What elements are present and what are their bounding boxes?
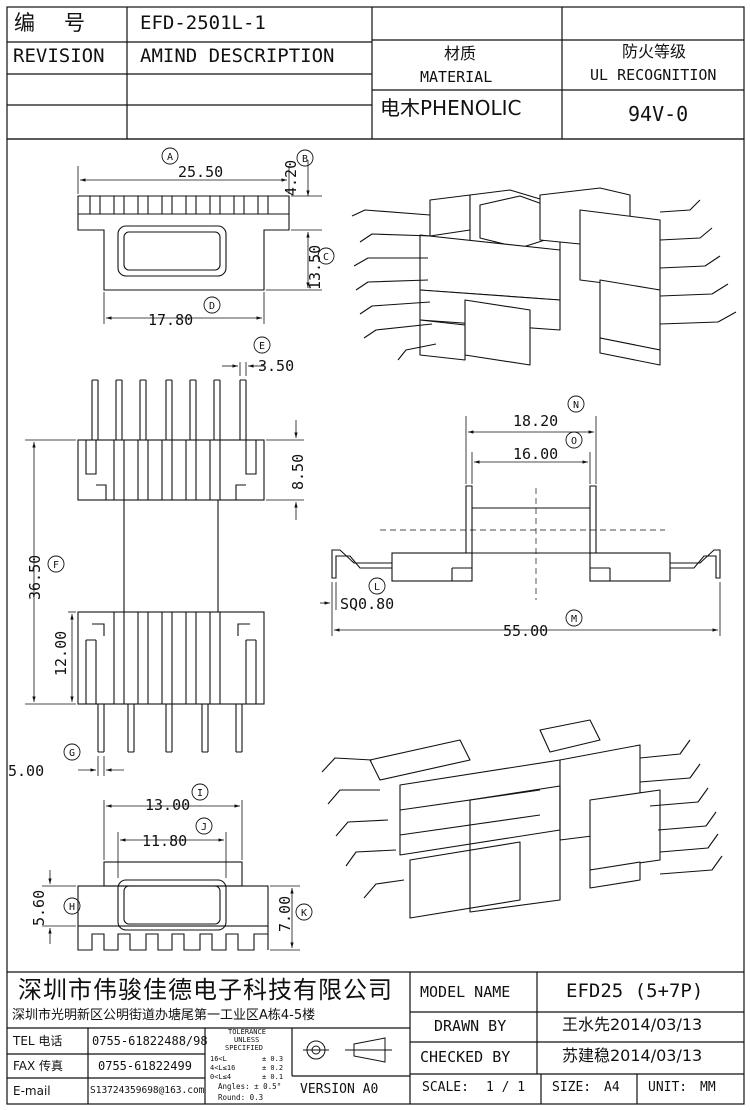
flame-label-en: UL RECOGNITION (590, 66, 717, 84)
tag-j: J (201, 822, 207, 833)
tag-e: E (259, 341, 265, 352)
bottom-view-dims (42, 800, 300, 951)
tag-k: K (301, 908, 307, 919)
flame-rating-value: 94V-0 (628, 102, 689, 126)
dim-h-value: 5.60 (30, 890, 48, 926)
tag-i: I (197, 788, 203, 799)
fax-value: 0755-61822499 (98, 1059, 192, 1073)
dim-p-value: 8.50 (289, 454, 307, 490)
front-view (77, 379, 265, 753)
tag-n: N (573, 400, 579, 411)
tolerance-angles: Angles: ± 0.5° (218, 1082, 282, 1091)
email-value: S13724359698@163.com (90, 1085, 205, 1096)
dim-j-value: 11.80 (142, 832, 187, 850)
tel-label: TEL 电话 (13, 1034, 63, 1048)
size-label: SIZE: (552, 1080, 592, 1095)
dim-f-value: 36.50 (26, 555, 44, 600)
page-border (6, 138, 745, 1105)
company-name: 深圳市伟骏佳德电子科技有限公司 (18, 976, 393, 1004)
email-label: E-mail (13, 1084, 51, 1098)
dim-a-value: 25.50 (178, 163, 223, 181)
size-value: A4 (604, 1080, 620, 1095)
tolerance-range-3: 0<L≤4 (210, 1073, 232, 1081)
dim-i-value: 13.00 (145, 796, 190, 814)
description-label: AMIND DESCRIPTION (140, 45, 335, 67)
dim-n-value: 18.20 (513, 412, 558, 430)
tolerance-value-2: ± 0.2 (262, 1064, 284, 1072)
front-view-dims (25, 362, 304, 776)
material-label-cn: 材质 (444, 44, 477, 63)
title-block-frame (7, 971, 744, 1104)
material-value: 电木PHENOLIC (380, 96, 522, 120)
tolerance-title: TOLERANCE (228, 1028, 266, 1036)
checked-by-value: 苏建稳2014/03/13 (562, 1046, 703, 1065)
tolerance-value-3: ± 0.1 (262, 1073, 284, 1081)
tolerance-specified: SPECIFIED (225, 1044, 263, 1052)
dim-d-value: 17.80 (148, 311, 193, 329)
dim-c-value: 13.50 (306, 245, 324, 290)
dim-g-value: 5.00 (8, 762, 44, 780)
drawn-by-value: 王水先2014/03/13 (562, 1015, 703, 1034)
dim-m-value: 55.00 (503, 622, 548, 640)
tag-h: H (69, 902, 75, 913)
part-number-label: 编 号 (14, 11, 89, 35)
drawn-by-label: DRAWN BY (434, 1017, 507, 1035)
tolerance-round: Round: 0.3 (218, 1093, 264, 1102)
tag-b: B (302, 154, 308, 165)
company-address: 深圳市光明新区公明街道办塘尾第一工业区A栋4-5楼 (12, 1008, 316, 1023)
version-label: VERSION A0 (300, 1082, 379, 1097)
tag-g: G (69, 748, 75, 759)
projection-symbol (303, 1037, 392, 1063)
model-name-value: EFD25 (5+7P) (566, 980, 704, 1002)
unit-value: MM (700, 1080, 716, 1095)
unit-label: UNIT: (648, 1080, 688, 1095)
top-view-dims (77, 160, 322, 324)
flame-label-cn: 防火等级 (622, 42, 687, 61)
tag-f: F (53, 560, 59, 571)
checked-by-label: CHECKED BY (420, 1048, 511, 1066)
scale-label: SCALE: (422, 1080, 469, 1095)
tolerance-range-2: 4<L≤16 (210, 1064, 236, 1072)
tag-m: M (571, 614, 577, 625)
dimension-tags (47, 147, 585, 921)
dimension-values: 25.50 4.20 13.50 17.80 3.50 8.50 36.50 1… (8, 160, 558, 932)
dim-l-value: SQ0.80 (340, 595, 394, 613)
top-view (77, 195, 290, 291)
isometric-view-top (351, 187, 737, 366)
fax-label: FAX 传真 (13, 1059, 64, 1073)
dimension-tag-letters: A B C D E F G I J H K L M N O (53, 152, 579, 919)
dim-e-value: 3.50 (258, 357, 294, 375)
tag-d: D (209, 301, 215, 312)
tag-c: C (323, 252, 329, 263)
bottom-view (77, 861, 269, 951)
isometric-view-bottom (321, 719, 723, 919)
tag-a: A (167, 152, 173, 163)
revision-label: REVISION (13, 45, 105, 67)
scale-value: 1 / 1 (486, 1080, 526, 1095)
tag-o: O (571, 436, 577, 447)
tag-l: L (374, 582, 380, 593)
tel-value: 0755-61822488/98 (92, 1034, 208, 1048)
part-number-value: EFD-2501L-1 (140, 12, 266, 34)
model-name-label: MODEL NAME (420, 983, 511, 1001)
material-label-en: MATERIAL (420, 68, 493, 86)
dim-k-value: 7.00 (276, 896, 294, 932)
dim-o-value: 16.00 (513, 445, 558, 463)
dim-q-value: 12.00 (52, 631, 70, 676)
tolerance-range-1: 16<L (210, 1055, 227, 1063)
tolerance-unless: UNLESS (234, 1036, 260, 1044)
side-view (331, 485, 721, 600)
tolerance-value-1: ± 0.3 (262, 1055, 284, 1063)
dim-b-value: 4.20 (282, 160, 300, 196)
